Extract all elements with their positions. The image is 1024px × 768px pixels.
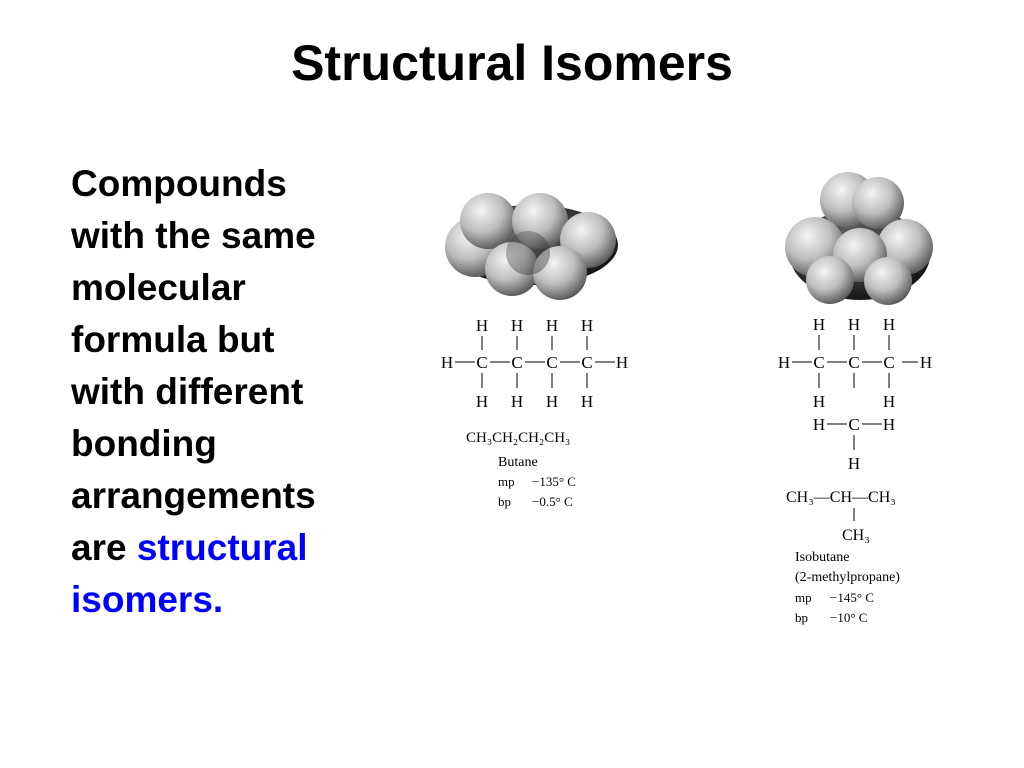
svg-text:H: H	[581, 316, 593, 335]
svg-text:C: C	[848, 415, 859, 434]
definition-line: Compounds	[71, 163, 287, 204]
svg-text:H: H	[546, 316, 558, 335]
highlight-structural: structural	[136, 527, 308, 568]
isobutane-condensed-branch: CH₃	[842, 527, 870, 544]
isobutane-mp-value: −145° C	[830, 590, 874, 605]
isobutane-bp-label: bp	[795, 610, 808, 625]
butane-space-filling-model	[445, 193, 618, 300]
isobutane-space-filling-model	[785, 172, 933, 305]
svg-text:H: H	[883, 392, 895, 411]
svg-text:H: H	[920, 353, 932, 372]
svg-text:H: H	[511, 316, 523, 335]
definition-prefix: are	[71, 527, 137, 568]
butane-structural-formula: H H H H H C C C C H H H H H	[441, 316, 628, 411]
definition-line: with different	[71, 371, 304, 412]
svg-text:C: C	[848, 353, 859, 372]
svg-text:C: C	[581, 353, 592, 372]
isobutane-structural-formula: H H H H C C C H H H H C H H	[778, 315, 932, 473]
definition-line: bonding	[71, 423, 217, 464]
definition-text: Compounds with the same molecular formul…	[71, 158, 391, 626]
svg-text:H: H	[581, 392, 593, 411]
svg-text:C: C	[813, 353, 824, 372]
svg-text:H: H	[883, 415, 895, 434]
svg-text:H: H	[813, 415, 825, 434]
svg-text:H: H	[813, 392, 825, 411]
isobutane-condensed-main: CH₃—CH—CH₃	[786, 489, 896, 506]
svg-text:H: H	[848, 315, 860, 334]
svg-text:C: C	[476, 353, 487, 372]
butane-bp-value: −0.5° C	[532, 494, 573, 509]
isobutane-name: Isobutane	[795, 550, 849, 565]
highlight-isomers: isomers.	[71, 579, 224, 620]
definition-line: with the same	[71, 215, 316, 256]
svg-text:H: H	[511, 392, 523, 411]
definition-line: are structural	[71, 522, 391, 574]
butane-bp-label: bp	[498, 494, 511, 509]
svg-text:C: C	[546, 353, 557, 372]
svg-text:C: C	[883, 353, 894, 372]
slide-title: Structural Isomers	[291, 35, 733, 91]
definition-line: formula but	[71, 319, 275, 360]
butane-condensed-formula: CH₃CH₂CH₂CH₃	[466, 430, 570, 446]
svg-text:C: C	[511, 353, 522, 372]
isobutane-mp-label: mp	[795, 590, 812, 605]
svg-text:H: H	[883, 315, 895, 334]
butane-name: Butane	[498, 455, 538, 470]
butane-figure: H H H H H C C C C H H H H H CH₃CH₂CH₂CH₃…	[441, 193, 628, 509]
isobutane-figure: H H H H C C C H H H H C H H CH₃—CH—CH₃ C…	[778, 172, 933, 625]
isobutane-bp-value: −10° C	[830, 610, 867, 625]
svg-text:H: H	[546, 392, 558, 411]
isobutane-alt-name: (2-methylpropane)	[795, 570, 900, 585]
svg-text:H: H	[813, 315, 825, 334]
definition-line: arrangements	[71, 475, 316, 516]
butane-mp-label: mp	[498, 474, 515, 489]
svg-text:H: H	[848, 454, 860, 473]
svg-text:H: H	[616, 353, 628, 372]
svg-text:H: H	[476, 316, 488, 335]
svg-text:H: H	[778, 353, 790, 372]
definition-line: molecular	[71, 267, 246, 308]
svg-text:H: H	[441, 353, 453, 372]
svg-text:H: H	[476, 392, 488, 411]
butane-mp-value: −135° C	[532, 474, 576, 489]
